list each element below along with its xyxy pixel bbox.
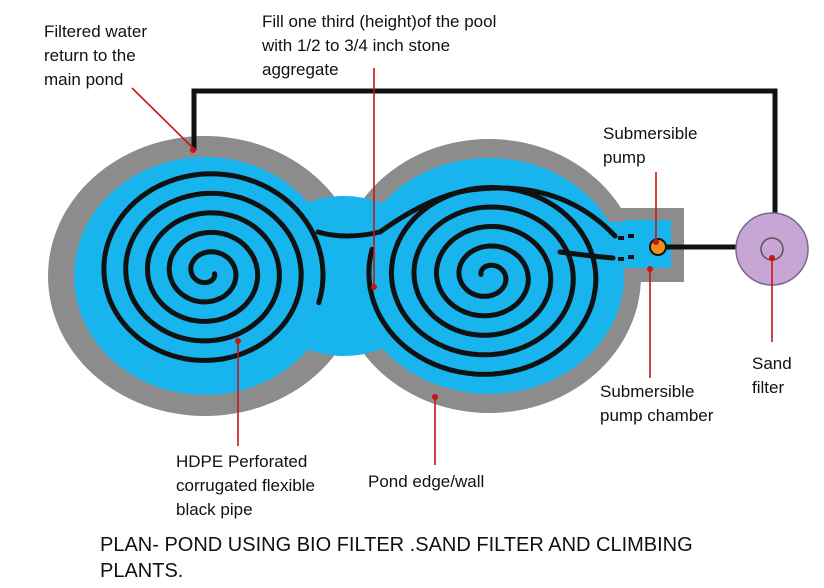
label-pump-chamber: Submersible pump chamber (600, 382, 714, 425)
label-pump: Submersible pump (603, 124, 698, 167)
leader-return-water (131, 87, 194, 149)
label-sand-filter: Sand filter (752, 354, 792, 397)
label-pond-edge: Pond edge/wall (368, 472, 485, 491)
label-fill-note: Fill one third (height)of the pool with … (262, 12, 497, 79)
pipe-dashes (618, 234, 634, 261)
diagram-caption: PLAN- POND USING BIO FILTER .SAND FILTER… (100, 534, 693, 582)
perforated-pipe (101, 171, 618, 377)
connector-pipe-top (315, 185, 618, 239)
return-pipe (191, 88, 778, 250)
connector-pipe-bottom (557, 249, 616, 261)
leader-dots (190, 147, 775, 400)
left-spiral-pipe (101, 171, 326, 363)
label-pipe: HDPE Perforated corrugated flexible blac… (176, 452, 315, 519)
leader-lines (131, 68, 773, 465)
sand-filter (735, 212, 809, 286)
label-return-water: Filtered water return to the main pond (44, 22, 147, 89)
